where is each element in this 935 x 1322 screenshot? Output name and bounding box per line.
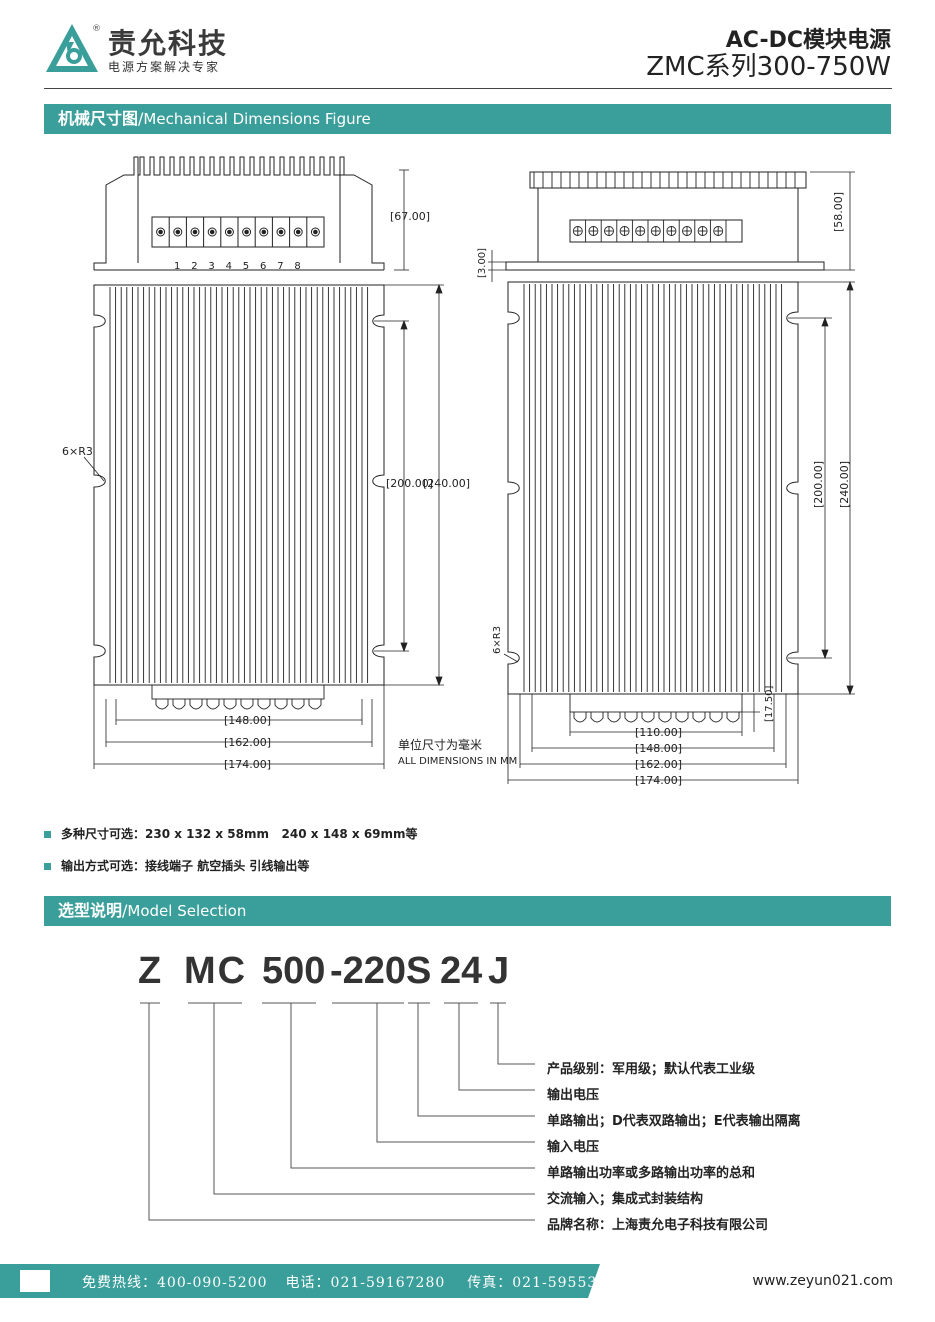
brand-logo bbox=[44, 22, 100, 74]
bullet-sizes-value: 230 x 132 x 58mm 240 x 148 x 69mm等 bbox=[145, 827, 418, 841]
left-terminal-number: 5 bbox=[243, 261, 249, 272]
model-part-input: -220 bbox=[330, 950, 407, 992]
right-dim-17-5-label: [17.50] bbox=[764, 685, 775, 722]
right-dim-widths bbox=[507, 694, 799, 784]
desc-power: 单路输出功率或多路输出功率的总和 bbox=[547, 1166, 756, 1181]
right-dim-162-label: [162.00] bbox=[635, 758, 682, 771]
right-top-view bbox=[505, 171, 825, 271]
left-terminal-number: 2 bbox=[191, 261, 197, 272]
right-dim-58-label: [58.00] bbox=[832, 192, 845, 232]
right-dim-110-label: [110.00] bbox=[635, 726, 682, 739]
section-mechanical: 机械尺寸图/Mechanical Dimensions Figure bbox=[44, 104, 891, 134]
right-dim-174-label: [174.00] bbox=[635, 774, 682, 787]
left-terminal-number: 6 bbox=[260, 261, 266, 272]
right-dim-148-label: [148.00] bbox=[635, 742, 682, 755]
brand-name: 责允科技 bbox=[108, 27, 229, 60]
bullet-outputs-label: 输出方式可选： bbox=[61, 859, 146, 873]
logo-icon bbox=[46, 24, 98, 72]
section-model-sep: / bbox=[122, 901, 128, 920]
footer-fax-label: 传真： bbox=[467, 1275, 513, 1291]
left-dim-67-label: [67.00] bbox=[390, 210, 430, 223]
left-dim-240-label: [240.00] bbox=[423, 477, 470, 490]
bullet-outputs-value: 接线端子 航空插头 引线输出等 bbox=[145, 859, 310, 873]
header-rule bbox=[44, 88, 892, 89]
section-mechanical-en: Mechanical Dimensions Figure bbox=[143, 110, 371, 128]
left-dim-174-label: [174.00] bbox=[224, 758, 271, 771]
left-terminal-number: 1 bbox=[174, 261, 180, 272]
left-radius-label: 6×R3 bbox=[62, 445, 93, 458]
right-radius-label: 6×R3 bbox=[492, 626, 503, 654]
model-part-type: MC bbox=[184, 950, 248, 992]
left-terminal-number: 3 bbox=[208, 261, 214, 272]
right-dim-200-240 bbox=[788, 280, 855, 696]
left-dim-148-label: [148.00] bbox=[224, 714, 271, 727]
desc-type: 交流输入；集成式封装结构 bbox=[547, 1192, 704, 1207]
footer-fax: 021-59553702 bbox=[512, 1275, 627, 1291]
left-terminal-number: 7 bbox=[277, 261, 283, 272]
right-bottom-terminals bbox=[569, 693, 743, 713]
section-model: 选型说明/Model Selection bbox=[44, 896, 891, 926]
doc-title-line2: ZMC系列300-750W bbox=[646, 52, 891, 82]
bullet-square-icon bbox=[44, 831, 51, 838]
right-dim-3 bbox=[488, 250, 506, 282]
model-part-brand: Z bbox=[138, 950, 162, 992]
bullet-sizes-label: 多种尺寸可选： bbox=[61, 827, 146, 841]
model-part-grade: J bbox=[488, 950, 510, 992]
desc-output-type: 单路输出；D代表双路输出；E代表输出隔离 bbox=[547, 1114, 801, 1129]
doc-title-line1: AC-DC模块电源 bbox=[725, 28, 891, 53]
model-code: Z MC 500 -220 S 24 J bbox=[0, 950, 935, 1000]
left-dim-200-240 bbox=[374, 283, 444, 687]
footer-contacts: 免费热线：400-090-5200 电话：021-59167280 传真：021-5… bbox=[82, 1272, 627, 1292]
footer-website-link[interactable]: www.zeyun021.com bbox=[752, 1273, 893, 1289]
bullet-square-icon bbox=[44, 863, 51, 870]
section-mechanical-cn: 机械尺寸图 bbox=[58, 109, 139, 128]
footer-bar bbox=[0, 1264, 600, 1298]
bullet-sizes: 多种尺寸可选：230 x 132 x 58mm 240 x 148 x 69mm… bbox=[44, 825, 418, 842]
units-note-en: ALL DIMENSIONS IN MM bbox=[398, 756, 518, 767]
model-part-output-type: S bbox=[406, 950, 432, 992]
left-terminal-number: 8 bbox=[294, 261, 300, 272]
right-dim-58 bbox=[810, 171, 855, 271]
section-model-en: Model Selection bbox=[127, 902, 247, 920]
footer-hotline-label: 免费热线： bbox=[82, 1275, 157, 1291]
bullet-outputs: 输出方式可选：接线端子 航空插头 引线输出等 bbox=[44, 857, 309, 874]
right-dim-200-label: [200.00] bbox=[812, 461, 825, 508]
units-note-cn: 单位尺寸为毫米 bbox=[398, 738, 483, 752]
model-part-power: 500 bbox=[262, 950, 326, 992]
right-dim-3-label: [3.00] bbox=[477, 248, 488, 278]
model-part-voltage: 24 bbox=[440, 950, 483, 992]
right-dim-240-label: [240.00] bbox=[838, 461, 851, 508]
desc-grade: 产品级别：军用级；默认代表工业级 bbox=[547, 1062, 756, 1077]
desc-brand: 品牌名称：上海责允电子科技有限公司 bbox=[547, 1218, 769, 1233]
registered-mark: ® bbox=[92, 24, 101, 34]
model-leader-lines bbox=[140, 1002, 535, 1221]
left-dim-67 bbox=[394, 169, 409, 271]
left-dim-200-label: [200.00] bbox=[386, 477, 433, 490]
desc-input: 输入电压 bbox=[547, 1140, 600, 1155]
footer-hotline: 400-090-5200 bbox=[157, 1275, 268, 1291]
footer-phone: 021-59167280 bbox=[330, 1275, 446, 1291]
section-mechanical-sep: / bbox=[138, 109, 144, 128]
section-model-cn: 选型说明 bbox=[58, 901, 123, 920]
right-mechanical-drawing: [58.00] [3.00] [200.00] [240.00] 6×R3 [1… bbox=[477, 171, 855, 787]
desc-voltage: 输出电压 bbox=[547, 1088, 600, 1103]
left-bottom-terminals bbox=[151, 684, 325, 700]
left-dim-162-label: [162.00] bbox=[224, 736, 271, 749]
footer-phone-label: 电话： bbox=[285, 1275, 331, 1291]
model-descriptions: 产品级别：军用级；默认代表工业级 输出电压 单路输出；D代表双路输出；E代表输出… bbox=[547, 1057, 801, 1239]
right-dim-17-5 bbox=[742, 694, 760, 732]
left-terminal-number: 4 bbox=[226, 261, 232, 272]
left-dim-widths bbox=[93, 685, 385, 769]
brand-slogan: 电源方案解决专家 bbox=[108, 60, 221, 74]
